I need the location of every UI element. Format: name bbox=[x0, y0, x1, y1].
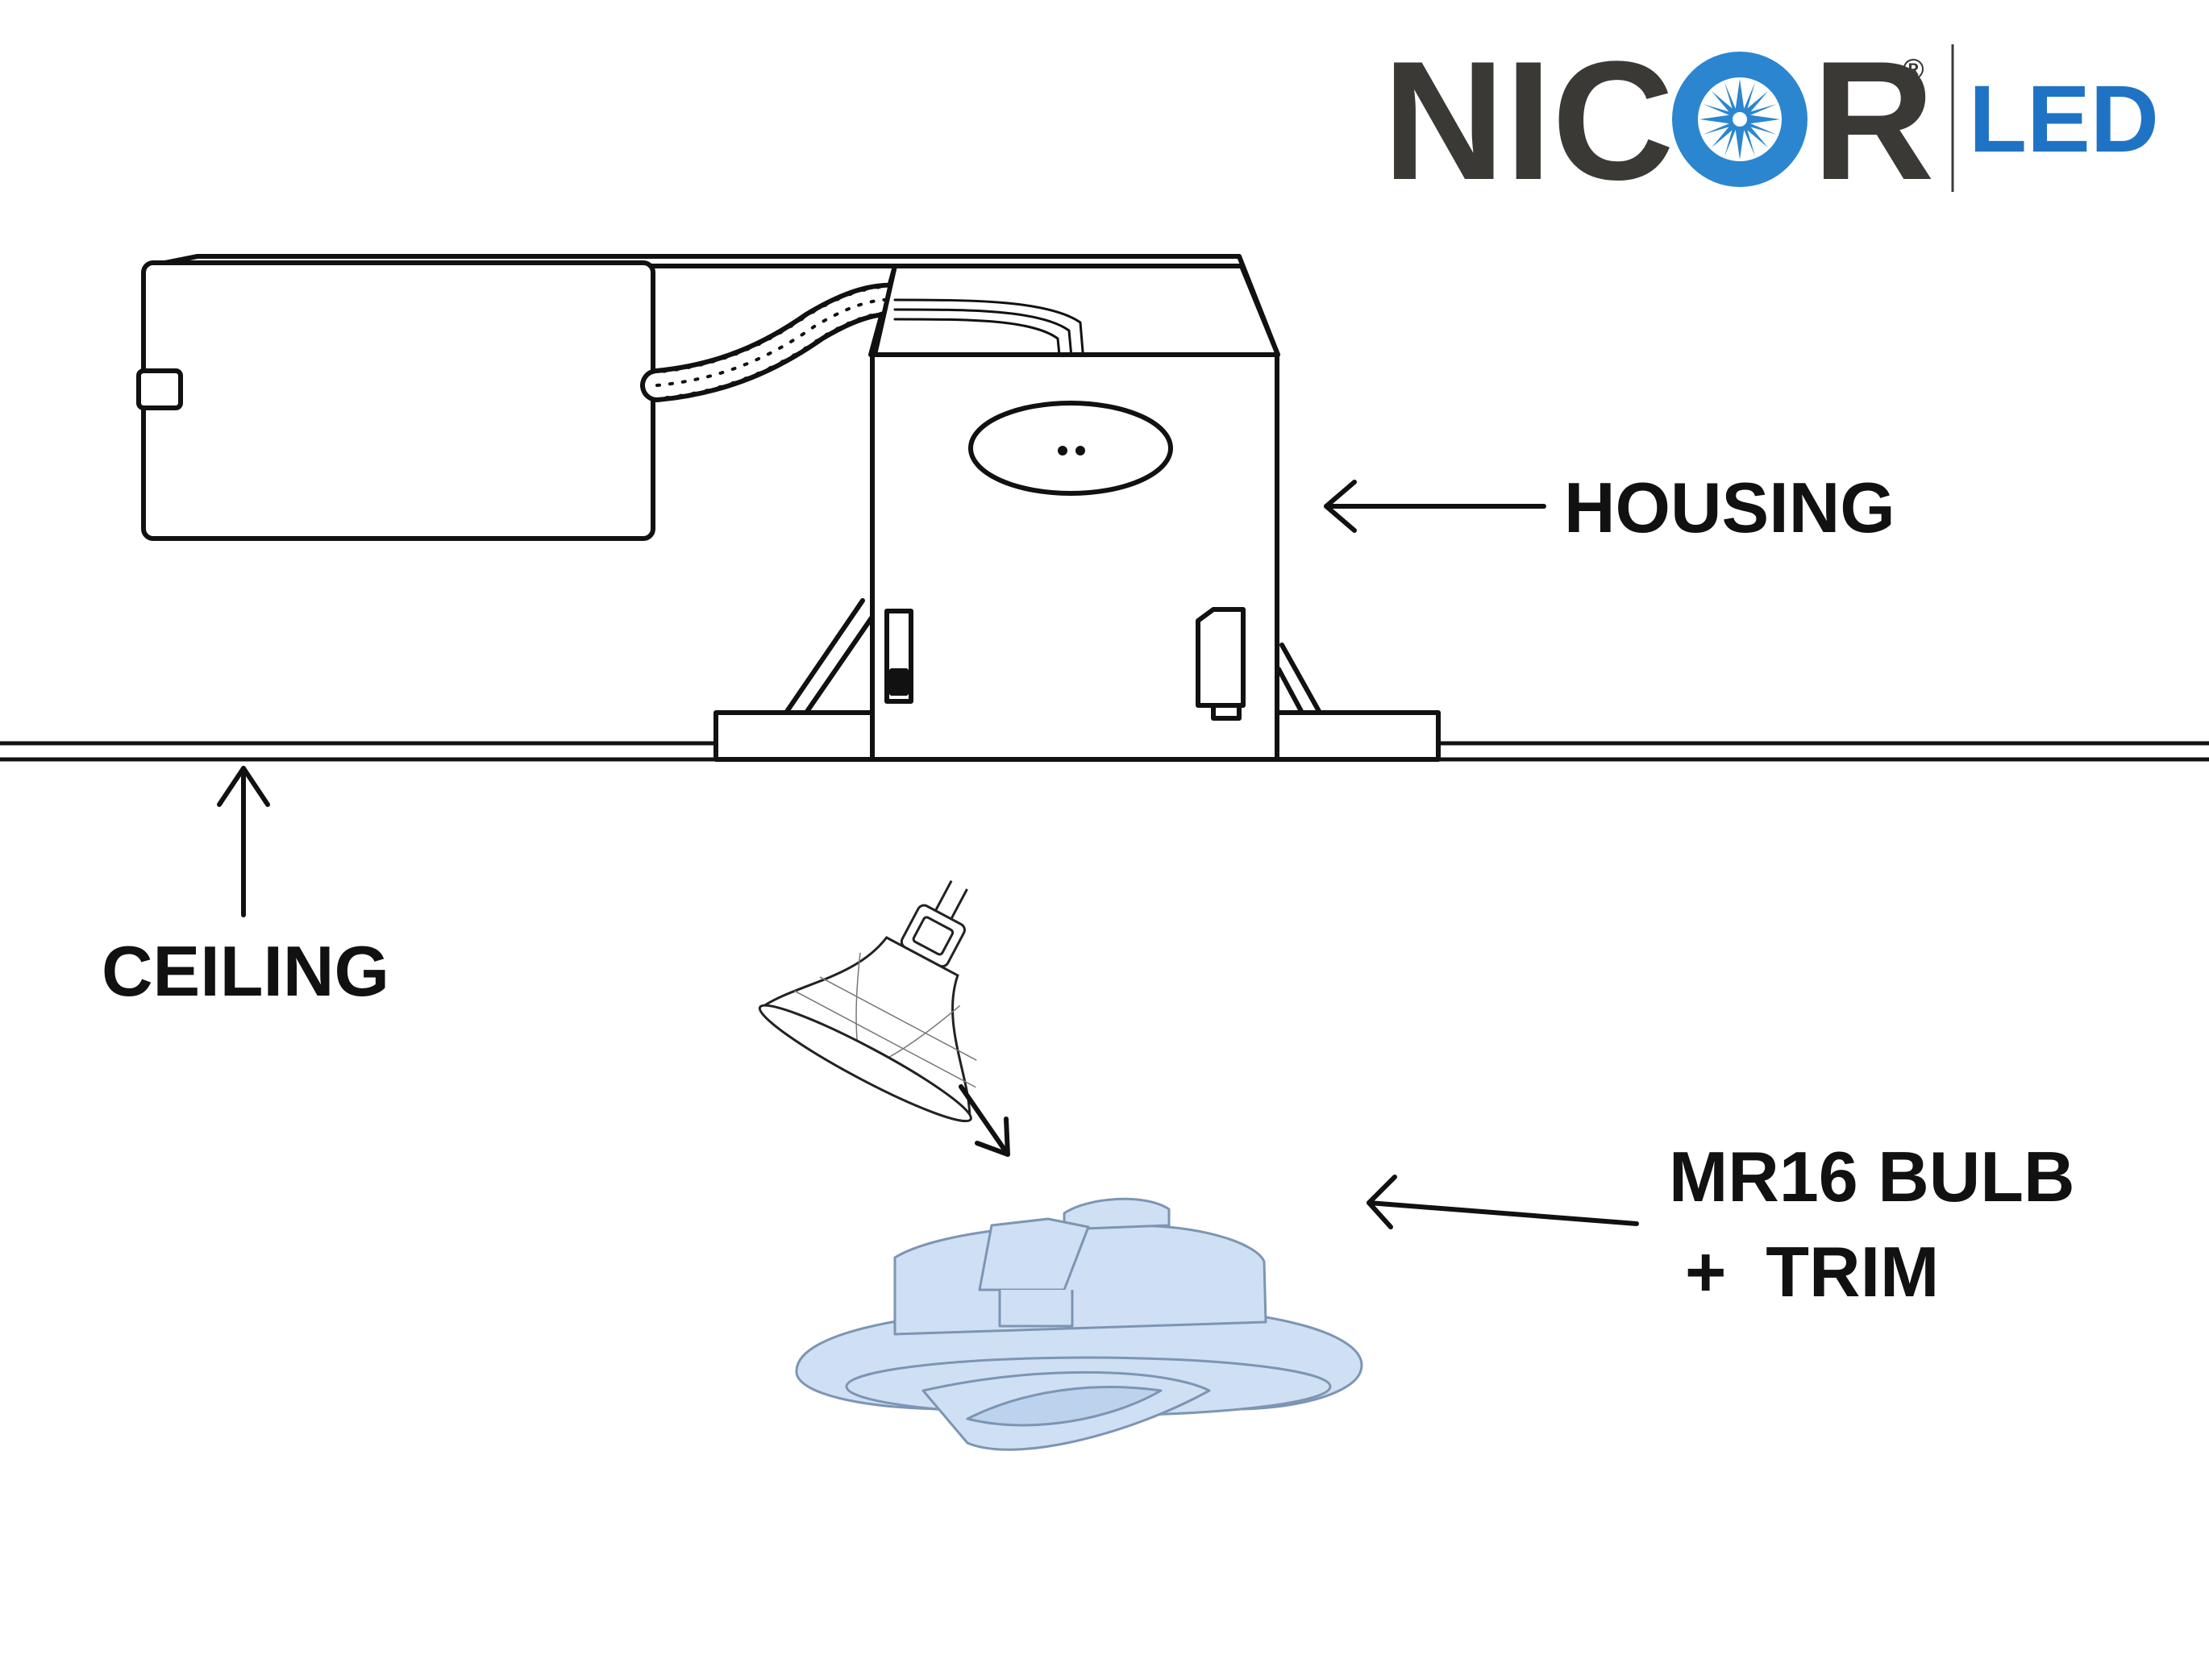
ceiling bbox=[0, 741, 2209, 762]
gimbal-trim bbox=[795, 1197, 1363, 1451]
logo-product-line: LED bbox=[1969, 66, 2159, 173]
housing-wires bbox=[893, 298, 1090, 421]
label-bulb-line2: + TRIM bbox=[1685, 1232, 1939, 1312]
junction-box bbox=[141, 260, 655, 541]
socket-opening bbox=[968, 401, 1173, 496]
logo-wordmark-nic: NIC bbox=[1383, 26, 1674, 215]
arrow-up-icon bbox=[217, 766, 270, 917]
mounting-foot-right bbox=[1275, 710, 1441, 762]
logo-wordmark-r: R bbox=[1812, 26, 1935, 215]
mr16-bulb bbox=[758, 880, 977, 1123]
mounting-foot-left bbox=[713, 710, 876, 762]
spring-clip-right bbox=[1196, 607, 1246, 708]
arrow-left-icon bbox=[1324, 480, 1546, 533]
junction-box-tab bbox=[136, 368, 183, 410]
arrow-down-right-icon bbox=[959, 1084, 1010, 1157]
arrow-left-icon bbox=[1367, 1175, 1639, 1229]
trim-clip bbox=[978, 1217, 1090, 1291]
label-bulb-line1: MR16 BULB bbox=[1669, 1137, 2075, 1216]
starburst-icon bbox=[1672, 52, 1808, 187]
logo-registered-mark: ® bbox=[1903, 52, 1924, 85]
label-ceiling: CEILING bbox=[102, 931, 389, 1011]
trim-cap bbox=[1063, 1197, 1171, 1231]
housing-assembly bbox=[136, 254, 1441, 762]
brand-logo: NIC R bbox=[1383, 26, 2159, 215]
label-housing: HOUSING bbox=[1564, 468, 1895, 547]
